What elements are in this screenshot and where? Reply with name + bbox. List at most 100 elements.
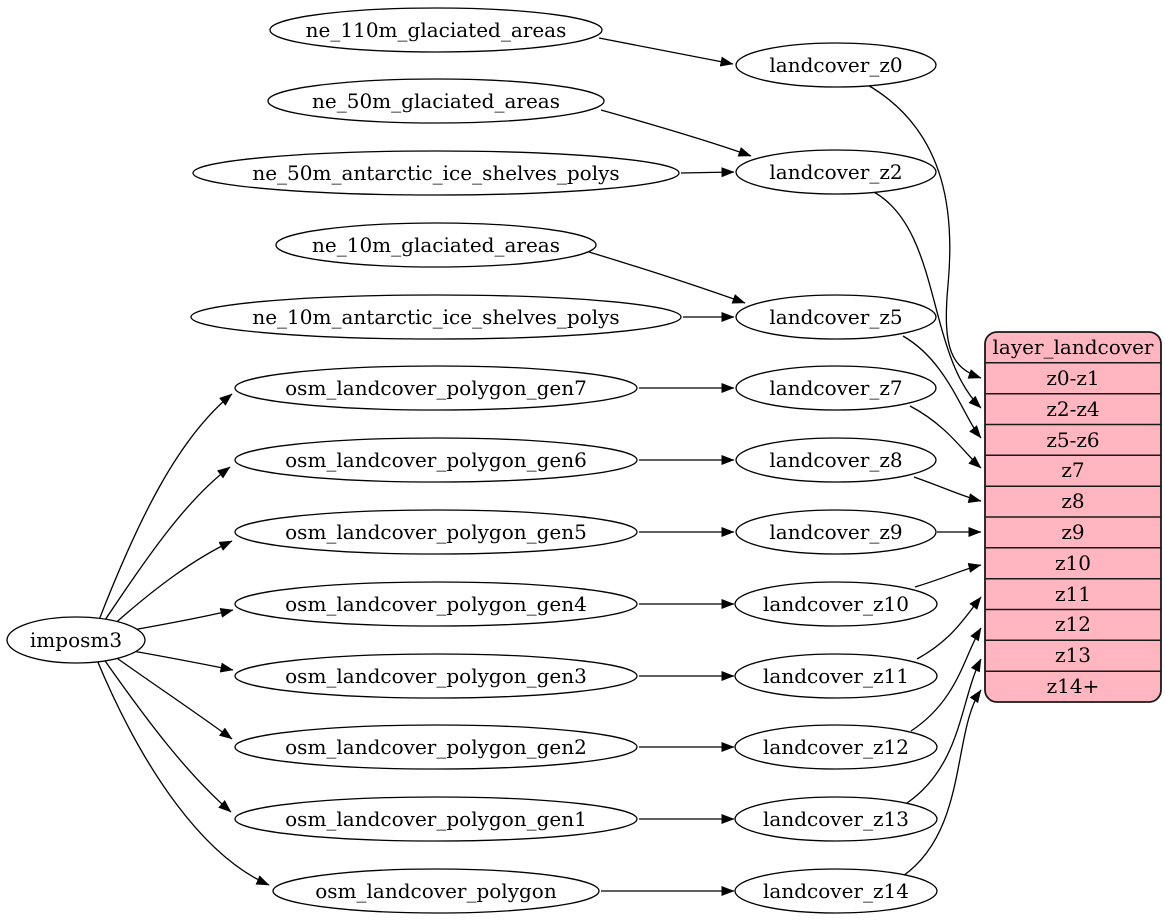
- node-shape: [735, 149, 937, 195]
- table-row-z8: z8: [1061, 489, 1084, 513]
- node-osm-landcover-polygon-gen7: osm_landcover_polygon_gen7: [234, 365, 638, 411]
- table-row-z9: z9: [1061, 520, 1084, 544]
- edge-imposm3-to-gen4: [126, 608, 234, 632]
- edge-imposm3-to-polygon: [96, 659, 270, 886]
- edge-imposm3-to-gen6: [102, 466, 231, 624]
- node-label: landcover_z10: [763, 592, 909, 616]
- edge-z12-to-row-z12: [910, 627, 982, 732]
- node-osm-landcover-polygon-gen2: osm_landcover_polygon_gen2: [234, 724, 638, 770]
- node-ne-10m-antarctic-ice-shelves-polys: ne_10m_antarctic_ice_shelves_polys: [190, 294, 682, 340]
- node-label: osm_landcover_polygon_gen7: [285, 376, 587, 400]
- table-row-z2-z4: z2-z4: [1046, 397, 1099, 421]
- table-row-z5-z6: z5-z6: [1046, 428, 1099, 452]
- table-row-z7: z7: [1061, 458, 1084, 482]
- edge-imposm3-to-gen2: [110, 653, 233, 740]
- node-shape: [234, 509, 638, 555]
- node-label: landcover_z13: [763, 807, 909, 831]
- node-shape: [735, 42, 937, 88]
- edge-imposm3-to-gen3: [126, 649, 234, 673]
- node-shape: [234, 724, 638, 770]
- node-ne-50m-antarctic-ice-shelves-polys: ne_50m_antarctic_ice_shelves_polys: [192, 150, 680, 196]
- node-landcover-z9: landcover_z9: [735, 509, 937, 555]
- node-shape: [735, 509, 937, 555]
- node-shape: [735, 437, 937, 483]
- node-ne-50m-glaciated-areas: ne_50m_glaciated_areas: [267, 78, 605, 124]
- edge-z14-to-row-z14plus: [902, 689, 982, 877]
- edge-imposm3-to-gen5: [110, 540, 233, 628]
- node-landcover-z14: landcover_z14: [734, 868, 938, 914]
- edge-z10-to-row-z10: [914, 562, 982, 588]
- node-landcover-z5: landcover_z5: [735, 294, 937, 340]
- node-shape: [267, 78, 605, 124]
- node-shape: [234, 653, 638, 699]
- node-shape: [735, 294, 937, 340]
- table-row-z10: z10: [1055, 551, 1091, 575]
- node-landcover-z13: landcover_z13: [734, 796, 938, 842]
- edge-ne50m-antarctic-to-z2: [680, 167, 735, 178]
- node-shape: [275, 222, 597, 268]
- node-shape: [272, 868, 600, 914]
- table-row-z14plus: z14+: [1047, 674, 1100, 698]
- node-shape: [734, 581, 938, 627]
- node-shape: [234, 365, 638, 411]
- edge-z13-to-row-z13: [906, 658, 982, 804]
- node-imposm3: imposm3: [6, 616, 146, 664]
- table-row-z13: z13: [1055, 643, 1091, 667]
- edge-ne10m-glaciated-to-z5: [588, 251, 746, 304]
- node-label: landcover_z8: [769, 448, 902, 472]
- node-label: landcover_z2: [769, 160, 902, 184]
- node-label: ne_10m_glaciated_areas: [312, 233, 560, 257]
- edge-z11-to-row-z11: [916, 596, 982, 660]
- node-imposm3-shape: [6, 616, 146, 664]
- node-osm-landcover-polygon-gen3: osm_landcover_polygon_gen3: [234, 653, 638, 699]
- node-label: osm_landcover_polygon_gen6: [285, 448, 587, 472]
- node-ne-110m-glaciated-areas: ne_110m_glaciated_areas: [269, 7, 603, 53]
- node-landcover-z8: landcover_z8: [735, 437, 937, 483]
- node-shape: [734, 724, 938, 770]
- edge-ne110m-glaciated-to-z0: [598, 37, 734, 67]
- node-shape: [734, 653, 938, 699]
- node-shape: [234, 437, 638, 483]
- table-title: layer_landcover: [993, 335, 1154, 359]
- node-label: landcover_z12: [763, 735, 909, 759]
- node-layer-landcover-table: layer_landcover z0-z1 z2-z4 z5-z6 z7 z8 …: [984, 331, 1162, 703]
- edge-imposm3-to-gen1: [102, 657, 232, 813]
- node-landcover-z7: landcover_z7: [735, 365, 937, 411]
- node-osm-landcover-polygon-gen6: osm_landcover_polygon_gen6: [234, 437, 638, 483]
- node-landcover-z11: landcover_z11: [734, 653, 938, 699]
- node-label: osm_landcover_polygon_gen2: [285, 735, 587, 759]
- node-label: landcover_z5: [769, 305, 902, 329]
- edge-z2-to-row-z2-z4: [871, 190, 982, 409]
- edge-z8-to-row-z8: [913, 476, 982, 504]
- edge-z5-to-row-z5-z6: [902, 335, 982, 439]
- edge-z0-to-row-z0-z1: [865, 83, 982, 379]
- node-label: landcover_z9: [769, 520, 902, 544]
- edge-layer: [96, 37, 982, 896]
- node-label: ne_50m_antarctic_ice_shelves_polys: [252, 161, 619, 185]
- node-landcover-z2: landcover_z2: [735, 149, 937, 195]
- node-shape: [735, 365, 937, 411]
- node-label: osm_landcover_polygon_gen1: [285, 807, 587, 831]
- edge-z7-to-row-z7: [909, 405, 982, 469]
- node-shape: [269, 7, 603, 53]
- node-label: landcover_z7: [769, 376, 902, 400]
- node-label: ne_10m_antarctic_ice_shelves_polys: [252, 305, 619, 329]
- node-landcover-z10: landcover_z10: [734, 581, 938, 627]
- table-row-z12: z12: [1055, 612, 1091, 636]
- node-osm-landcover-polygon-gen1: osm_landcover_polygon_gen1: [234, 796, 638, 842]
- node-label: ne_110m_glaciated_areas: [306, 18, 567, 42]
- table-row-z11: z11: [1055, 582, 1091, 606]
- node-label: ne_50m_glaciated_areas: [312, 89, 560, 113]
- node-shape: [734, 868, 938, 914]
- node-label: osm_landcover_polygon_gen3: [285, 664, 587, 688]
- node-shape: [190, 294, 682, 340]
- node-landcover-z0: landcover_z0: [735, 42, 937, 88]
- table-row-z0-z1: z0-z1: [1046, 366, 1099, 390]
- node-landcover-z12: landcover_z12: [734, 724, 938, 770]
- node-shape: [192, 150, 680, 196]
- node-shape: [734, 796, 938, 842]
- node-ne-10m-glaciated-areas: ne_10m_glaciated_areas: [275, 222, 597, 268]
- node-label: osm_landcover_polygon: [315, 879, 557, 903]
